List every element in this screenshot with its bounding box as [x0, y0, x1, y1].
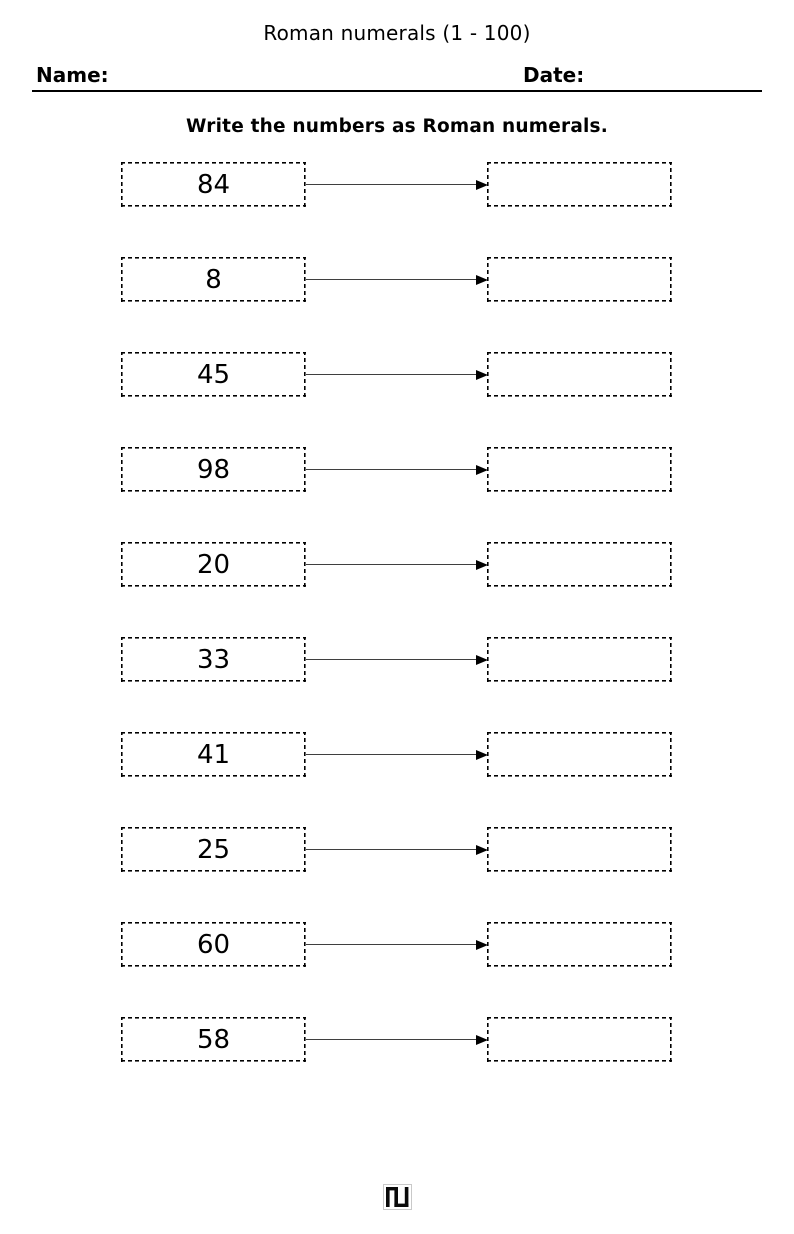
- answer-box[interactable]: [487, 542, 672, 587]
- number-value: 8: [205, 264, 222, 295]
- number-box: 8: [121, 257, 306, 302]
- number-value: 25: [196, 834, 231, 865]
- answer-box[interactable]: [487, 732, 672, 777]
- number-value: 20: [196, 549, 231, 580]
- arrow-right-icon: [306, 1038, 477, 1041]
- number-box: 60: [121, 922, 306, 967]
- number-box: 98: [121, 447, 306, 492]
- answer-box[interactable]: [487, 447, 672, 492]
- number-value: 58: [196, 1024, 231, 1055]
- arrow-right-icon: [306, 468, 477, 471]
- problem-row: 20: [121, 542, 672, 587]
- date-label: Date:: [523, 63, 585, 87]
- arrow-right-icon: [306, 563, 477, 566]
- number-box: 84: [121, 162, 306, 207]
- problem-row: 84: [121, 162, 672, 207]
- answer-box[interactable]: [487, 1017, 672, 1062]
- answer-box[interactable]: [487, 162, 672, 207]
- problem-row: 58: [121, 1017, 672, 1062]
- arrow-right-icon: [306, 943, 477, 946]
- number-box: 20: [121, 542, 306, 587]
- arrow-right-icon: [306, 183, 477, 186]
- number-value: 41: [196, 739, 231, 770]
- name-date-header: Name: Date:: [32, 62, 762, 92]
- problem-row: 45: [121, 352, 672, 397]
- answer-box[interactable]: [487, 827, 672, 872]
- answer-box[interactable]: [487, 637, 672, 682]
- answer-box[interactable]: [487, 922, 672, 967]
- arrow-right-icon: [306, 278, 477, 281]
- name-label: Name:: [36, 63, 109, 87]
- problems-list: 84 8 45 98 20: [121, 162, 672, 1112]
- answer-box[interactable]: [487, 352, 672, 397]
- footer-logo: [0, 1184, 794, 1210]
- problem-row: 98: [121, 447, 672, 492]
- problem-row: 41: [121, 732, 672, 777]
- number-box: 33: [121, 637, 306, 682]
- problem-row: 60: [121, 922, 672, 967]
- number-value: 84: [196, 169, 231, 200]
- number-box: 25: [121, 827, 306, 872]
- problem-row: 25: [121, 827, 672, 872]
- page-title: Roman numerals (1 - 100): [263, 21, 531, 45]
- arrow-right-icon: [306, 753, 477, 756]
- problem-row: 33: [121, 637, 672, 682]
- problem-row: 8: [121, 257, 672, 302]
- instruction-heading: Write the numbers as Roman numerals.: [186, 116, 608, 137]
- answer-box[interactable]: [487, 257, 672, 302]
- number-value: 33: [196, 644, 231, 675]
- publisher-monogram-icon: [382, 1184, 412, 1210]
- number-box: 41: [121, 732, 306, 777]
- number-box: 58: [121, 1017, 306, 1062]
- number-box: 45: [121, 352, 306, 397]
- arrow-right-icon: [306, 373, 477, 376]
- number-value: 98: [196, 454, 231, 485]
- number-value: 60: [196, 929, 231, 960]
- arrow-right-icon: [306, 658, 477, 661]
- number-value: 45: [196, 359, 231, 390]
- arrow-right-icon: [306, 848, 477, 851]
